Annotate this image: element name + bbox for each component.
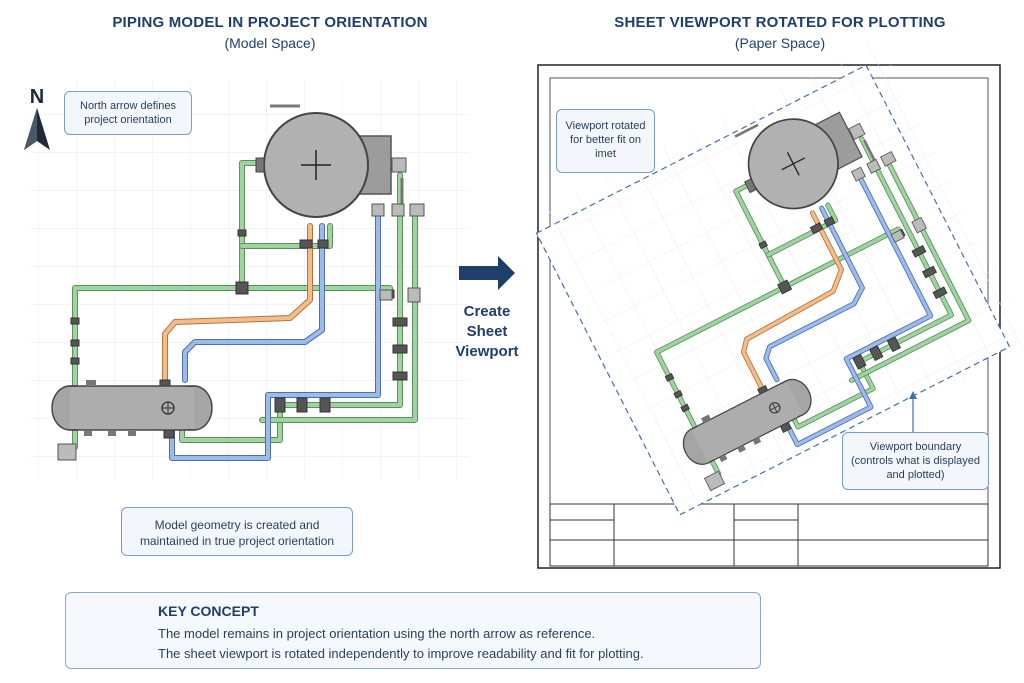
- left-title-main: PIPING MODEL IN PROJECT ORIENTATION: [112, 14, 428, 31]
- create-sheet-viewport-label: Create Sheet Viewport: [455, 303, 519, 360]
- north-arrow-icon: [24, 108, 50, 150]
- right-arrow-icon: [459, 256, 515, 290]
- boundary-leader-arrowhead: [909, 391, 917, 399]
- key-concept-title: KEY CONCEPT: [158, 603, 259, 619]
- key-concept-box: [65, 592, 761, 669]
- viewport-rotated-callout: Viewport rotated for better fit on imet: [556, 109, 655, 173]
- model-orientation-callout: Model geometry is created and maintained…: [121, 507, 353, 556]
- key-concept-line-2: The sheet viewport is rotated independen…: [158, 646, 644, 661]
- north-letter: N: [30, 86, 44, 108]
- key-concept-line-1: The model remains in project orientation…: [158, 626, 596, 641]
- north-arrow-callout: North arrow defines project orientation: [64, 91, 192, 135]
- right-title-sub: (Paper Space): [734, 35, 826, 51]
- left-title-sub: (Model Space): [224, 35, 316, 51]
- right-title: SHEET VIEWPORT ROTATED FOR PLOTTING (Pap…: [560, 14, 1000, 51]
- right-title-main: SHEET VIEWPORT ROTATED FOR PLOTTING: [614, 14, 946, 31]
- left-title: PIPING MODEL IN PROJECT ORIENTATION (Mod…: [60, 14, 480, 51]
- title-block: [549, 503, 989, 567]
- viewport-boundary-callout: Viewport boundary (controls what is disp…: [842, 432, 989, 490]
